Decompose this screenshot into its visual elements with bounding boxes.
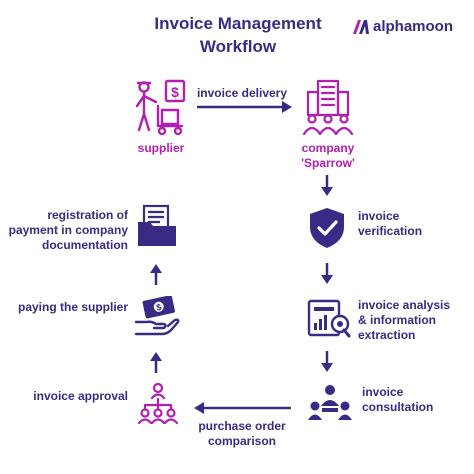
consultation-icon [308, 385, 352, 420]
alphamoon-logo-icon [353, 20, 369, 34]
arrow-consultation-to-approval [194, 402, 291, 414]
document-analysis-icon [307, 299, 351, 338]
arrow-approval-to-paying [150, 352, 162, 373]
arrow-paying-to-registration [150, 264, 162, 285]
supplier-delivery-icon: $ [135, 79, 186, 136]
hierarchy-icon [138, 382, 178, 424]
arrow-verification-to-analysis [321, 263, 333, 284]
invoice-verification-label: invoice verification [358, 209, 423, 238]
purchase-order-label: purchase order comparison [198, 419, 286, 448]
invoice-analysis-label: invoice analysis & information extractio… [358, 298, 451, 342]
paying-supplier-label: paying the supplier [17, 300, 128, 314]
company-building-icon [302, 79, 354, 136]
shield-check-icon [310, 208, 344, 248]
title-line-2: Workflow [199, 37, 277, 56]
company-label: company 'Sparrow' [301, 141, 355, 170]
supplier-label: supplier [137, 141, 185, 155]
invoice-approval-label: invoice approval [33, 389, 128, 403]
svg-text:$: $ [171, 84, 179, 100]
invoice-delivery-label: invoice delivery [196, 86, 288, 100]
registration-label: registration of payment in company docum… [8, 208, 128, 252]
payment-hand-icon: $ [134, 296, 180, 336]
title-line-1: Invoice Management [154, 14, 322, 33]
folder-documents-icon [138, 204, 176, 246]
svg-text:$: $ [155, 302, 162, 313]
arrow-company-to-verification [321, 175, 333, 196]
arrow-analysis-to-consultation [321, 351, 333, 372]
brand-name: alphamoon [373, 18, 454, 35]
page-title: Invoice Management Workflow [140, 12, 336, 58]
invoice-consultation-label: invoice consultation [362, 385, 434, 414]
arrow-supplier-to-company [197, 101, 292, 113]
